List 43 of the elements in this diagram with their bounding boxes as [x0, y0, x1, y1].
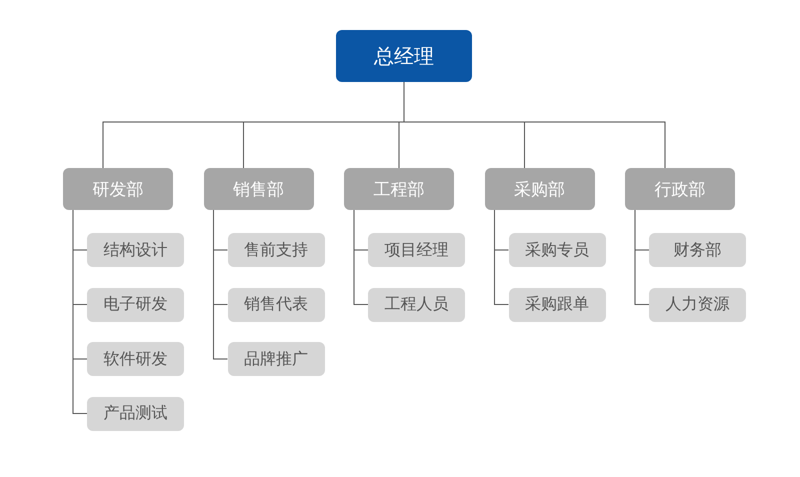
team-box — [649, 233, 746, 267]
node-label: 采购跟单 — [525, 294, 589, 315]
team-box — [228, 288, 324, 322]
node-label: 财务部 — [674, 240, 722, 260]
connector-line — [213, 210, 228, 360]
node-label: 销售代表 — [244, 294, 308, 315]
node-label: 行政部 — [654, 178, 706, 200]
node-label: 总经理 — [374, 42, 434, 70]
node-label: 工程人员 — [384, 294, 448, 315]
node-label: 采购专员 — [525, 240, 589, 260]
connector-line — [634, 210, 650, 305]
department-box — [63, 168, 173, 210]
team-box — [508, 233, 606, 267]
department-box — [484, 168, 594, 210]
node-label: 结构设计 — [104, 240, 168, 260]
node-label: 产品测试 — [104, 403, 168, 424]
team-box — [368, 288, 465, 322]
team-box — [87, 342, 184, 376]
team-box — [368, 233, 465, 267]
node-label: 人力资源 — [666, 294, 730, 315]
department-box — [344, 168, 454, 210]
team-box — [87, 288, 184, 322]
team-box — [87, 233, 184, 267]
node-label: 软件研发 — [104, 348, 168, 370]
node-label: 售前支持 — [244, 240, 308, 260]
department-box — [204, 168, 314, 210]
team-box — [649, 288, 746, 322]
node-label: 研发部 — [92, 178, 144, 200]
node-label: 电子研发 — [104, 294, 168, 315]
node-label: 品牌推广 — [244, 348, 308, 370]
node-label: 项目经理 — [384, 240, 448, 260]
department-box — [625, 168, 735, 210]
node-label: 采购部 — [514, 178, 565, 200]
team-box — [87, 396, 184, 430]
team-box — [228, 342, 324, 376]
team-box — [508, 288, 606, 322]
connector-line — [494, 210, 509, 305]
connector-line — [72, 210, 88, 414]
node-label: 工程部 — [374, 178, 424, 200]
node-label: 销售部 — [233, 178, 284, 200]
connector-line — [354, 210, 368, 305]
team-box — [228, 233, 324, 267]
root-box — [336, 30, 472, 82]
